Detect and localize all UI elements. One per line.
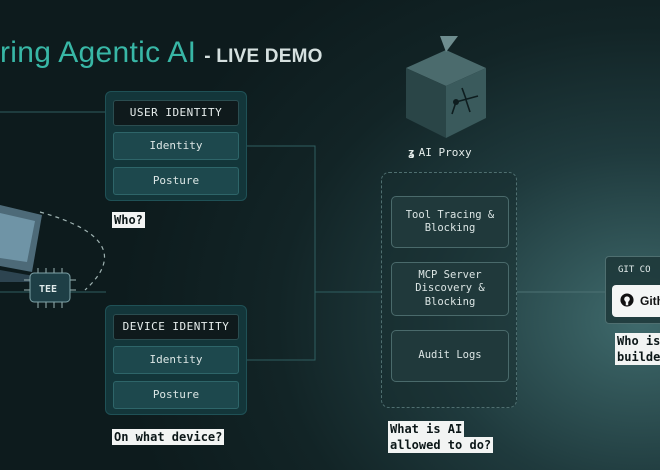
github-icon — [620, 292, 634, 310]
connector-user-to-proxy — [246, 145, 381, 293]
device-identity-panel: DEVICE IDENTITY Identity Posture — [105, 305, 247, 415]
ai-proxy-label-text: AI Proxy — [418, 146, 472, 159]
audit-logs-item: Audit Logs — [391, 330, 509, 382]
tool-tracing-item: Tool Tracing & Blocking — [391, 196, 509, 248]
user-caption: Who? — [112, 212, 145, 228]
device-caption: On what device? — [112, 429, 225, 445]
ai-proxy-logo-icon: ʓ — [408, 146, 415, 159]
device-identity-header: DEVICE IDENTITY — [113, 314, 239, 340]
mcp-discovery-item: MCP Server Discovery & Blocking — [391, 262, 509, 316]
device-identity-row: Identity — [113, 346, 239, 374]
ai-proxy-caption-line2: allowed to do? — [388, 437, 494, 453]
user-posture-row: Posture — [113, 167, 239, 195]
user-identity-header: USER IDENTITY — [113, 100, 239, 126]
orbit-path — [39, 211, 105, 291]
user-identity-row: Identity — [113, 132, 239, 160]
title-main: ring Agentic AI — [0, 36, 197, 69]
user-identity-panel: USER IDENTITY Identity Posture — [105, 91, 247, 201]
git-caption-line1: Who is — [615, 333, 660, 349]
page-title: ring Agentic AI - LIVE DEMO — [0, 36, 323, 72]
github-button[interactable]: Gith — [612, 285, 660, 317]
title-sub: - LIVE DEMO — [204, 46, 323, 67]
ai-proxy-container: Tool Tracing & Blocking MCP Server Disco… — [381, 172, 517, 408]
connector-device-to-proxy — [246, 292, 316, 361]
git-header: GIT CO — [618, 265, 651, 275]
github-button-label: Gith — [640, 294, 660, 308]
laptop-illustration — [0, 205, 42, 282]
ai-proxy-caption-line1: What is AI — [388, 421, 465, 437]
ai-proxy-cube-icon — [406, 36, 486, 138]
chip-label: TEE — [39, 284, 57, 295]
git-caption-line2: builde — [615, 349, 660, 365]
device-posture-row: Posture — [113, 381, 239, 409]
tee-chip-icon — [24, 268, 76, 308]
